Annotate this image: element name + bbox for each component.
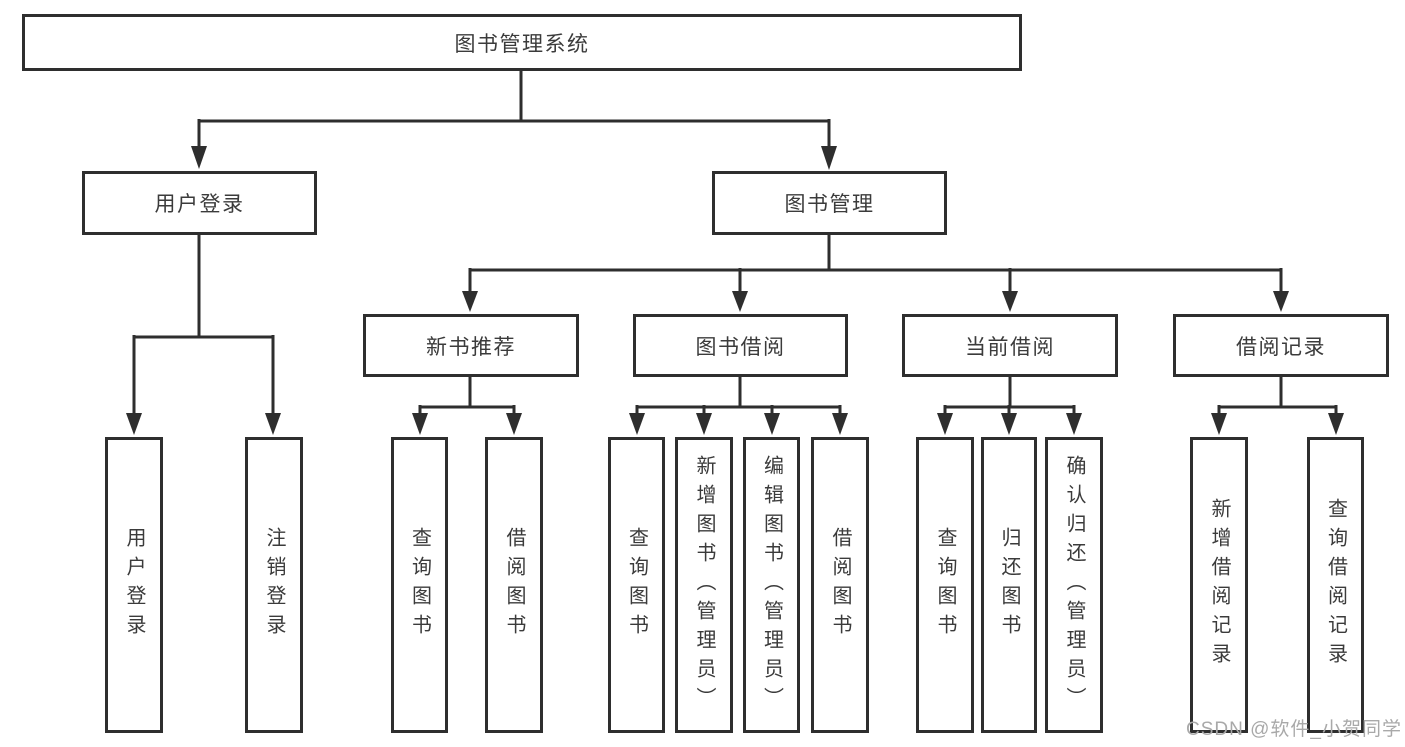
leaf-borrow-query-books: 查询图书 bbox=[608, 437, 665, 733]
leaf-borrow-books: 借阅图书 bbox=[811, 437, 869, 733]
leaf-logout: 注销登录 bbox=[245, 437, 303, 733]
node-book-borrow-label: 图书借阅 bbox=[695, 335, 786, 359]
node-user-login: 用户登录 bbox=[82, 171, 317, 235]
leaf-user-login: 用户登录 bbox=[105, 437, 163, 733]
node-book-borrow: 图书借阅 bbox=[633, 314, 848, 377]
csdn-watermark: CSDN @软件_小贺同学 bbox=[1186, 719, 1402, 740]
leaf-logout-label: 注销登录 bbox=[263, 527, 285, 643]
node-borrow-records-label: 借阅记录 bbox=[1236, 335, 1326, 359]
leaf-confirm-return-admin-label: 确认归还（管理员） bbox=[1063, 454, 1085, 716]
leaf-user-login-label: 用户登录 bbox=[123, 527, 145, 643]
leaf-add-borrow-record: 新增借阅记录 bbox=[1190, 437, 1248, 733]
leaf-add-books-admin: 新增图书（管理员） bbox=[675, 437, 733, 733]
node-current-borrow: 当前借阅 bbox=[902, 314, 1118, 377]
leaf-confirm-return-admin: 确认归还（管理员） bbox=[1045, 437, 1103, 733]
leaf-add-books-admin-label: 新增图书（管理员） bbox=[693, 454, 715, 716]
leaf-recommend-borrow-books: 借阅图书 bbox=[485, 437, 543, 733]
node-borrow-records: 借阅记录 bbox=[1173, 314, 1389, 377]
leaf-current-query-books: 查询图书 bbox=[916, 437, 974, 733]
leaf-query-borrow-record: 查询借阅记录 bbox=[1307, 437, 1364, 733]
leaf-add-borrow-record-label: 新增借阅记录 bbox=[1208, 498, 1230, 672]
leaf-return-books-label: 归还图书 bbox=[998, 527, 1020, 643]
leaf-recommend-query-books-label: 查询图书 bbox=[408, 527, 431, 643]
node-new-book-recommend-label: 新书推荐 bbox=[426, 335, 516, 359]
node-book-management: 图书管理 bbox=[712, 171, 947, 235]
leaf-edit-books-admin-label: 编辑图书（管理员） bbox=[760, 454, 783, 716]
node-root: 图书管理系统 bbox=[22, 14, 1022, 71]
node-book-management-label: 图书管理 bbox=[784, 193, 875, 216]
leaf-borrow-query-books-label: 查询图书 bbox=[625, 527, 648, 643]
leaf-query-borrow-record-label: 查询借阅记录 bbox=[1324, 498, 1347, 672]
arrowheads bbox=[126, 146, 1344, 435]
node-root-label: 图书管理系统 bbox=[454, 32, 590, 56]
node-new-book-recommend: 新书推荐 bbox=[363, 314, 579, 377]
leaf-edit-books-admin: 编辑图书（管理员） bbox=[743, 437, 800, 733]
node-current-borrow-label: 当前借阅 bbox=[965, 335, 1055, 359]
leaf-recommend-query-books: 查询图书 bbox=[391, 437, 448, 733]
leaf-return-books: 归还图书 bbox=[981, 437, 1037, 733]
leaf-recommend-borrow-books-label: 借阅图书 bbox=[503, 527, 525, 643]
node-user-login-label: 用户登录 bbox=[154, 193, 245, 216]
leaf-borrow-books-label: 借阅图书 bbox=[829, 527, 851, 643]
leaf-current-query-books-label: 查询图书 bbox=[934, 527, 956, 643]
